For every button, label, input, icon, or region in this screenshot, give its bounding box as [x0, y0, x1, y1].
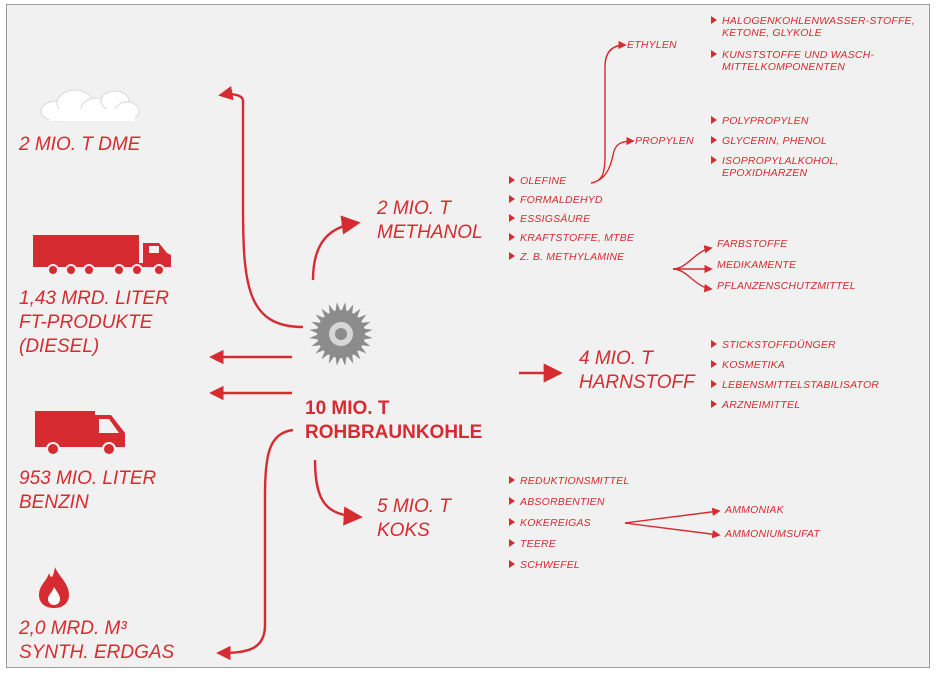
arrow-to-methanol	[311, 215, 361, 281]
ethylen-item: KUNSTSTOFFE UND WASCH-MITTELKOMPONENTEN	[711, 49, 892, 73]
koks-item: REDUKTIONSMITTEL	[509, 475, 629, 488]
propylen-item: ISOPROPYLALKOHOL, EPOXIDHARZEN	[711, 155, 862, 179]
koks-item: KOKEREIGAS	[509, 517, 591, 530]
van-icon	[35, 411, 125, 456]
koks-label: 5 MIO. T KOKS	[377, 496, 451, 541]
arrow-to-erdgas	[216, 428, 294, 661]
ethylen-item: HALOGENKOHLENWASSER-STOFFE, KETONE, GLYK…	[711, 15, 922, 39]
harnstoff-item: KOSMETIKA	[711, 359, 785, 372]
cloud-icon	[40, 89, 140, 122]
list-item: Z. B. METHYLAMINE	[509, 251, 624, 264]
methylamine-item: FARBSTOFFE	[717, 238, 788, 250]
flow-arrows	[209, 40, 721, 661]
koks-item: ABSORBENTIEN	[509, 496, 605, 509]
arrow-to-propylen	[596, 136, 635, 182]
saw-blade-icon	[309, 302, 373, 366]
harnstoff-item: LEBENSMITTELSTABILISATOR	[711, 379, 879, 392]
harnstoff-label: 4 MIO. T HARNSTOFF	[579, 348, 695, 393]
erdgas-label: 2,0 MRD. M³ SYNTH. ERDGAS	[19, 618, 175, 663]
list-item: KRAFTSTOFFE, MTBE	[509, 232, 634, 245]
propylen-item: GLYCERIN, PHENOL	[711, 135, 827, 148]
list-item: OLEFINE	[509, 175, 566, 188]
kokereigas-item: AMMONIUMSUFAT	[725, 528, 820, 540]
list-item: FORMALDEHYD	[509, 194, 603, 207]
harnstoff-item: STICKSTOFFDÜNGER	[711, 339, 836, 352]
center-label: 10 MIO. T ROHBRAUNKOHLE	[305, 398, 483, 443]
methylamine-item: PFLANZENSCHUTZMITTEL	[717, 280, 856, 292]
arrow-to-farbstoffe	[672, 245, 713, 270]
diesel-label: 1,43 MRD. LITER FT-PRODUKTE (DIESEL)	[19, 288, 169, 357]
dme-label: 2 MIO. T DME	[19, 134, 141, 155]
arrow-to-koks	[313, 459, 363, 526]
methanol-label: 2 MIO. T METHANOL	[377, 198, 483, 243]
kokereigas-item: AMMONIAK	[725, 504, 784, 516]
diagram-frame: 2 MIO. T DME 1,43 MRD. LITER FT-PRODUKTE…	[6, 4, 930, 668]
harnstoff-item: ARZNEIMITTEL	[711, 399, 800, 412]
propylen-label: PROPYLEN	[635, 135, 694, 147]
koks-item: TEERE	[509, 538, 556, 551]
benzin-label: 953 MIO. LITER BENZIN	[19, 468, 157, 513]
propylen-item: POLYPROPYLEN	[711, 115, 809, 128]
arrow-to-ethylen	[590, 40, 627, 184]
arrow-to-pflanzenschutz	[672, 268, 713, 293]
flame-icon	[39, 567, 69, 608]
ethylen-label: ETHYLEN	[627, 39, 677, 51]
arrow-to-dme	[218, 86, 304, 329]
arrow-to-ammoniumsufat	[624, 522, 721, 539]
koks-item: SCHWEFEL	[509, 559, 580, 572]
truck-icon	[33, 235, 171, 276]
list-item: ESSIGSÄURE	[509, 213, 590, 226]
methylamine-item: MEDIKAMENTE	[717, 259, 797, 271]
arrow-to-ammoniak	[624, 507, 721, 524]
